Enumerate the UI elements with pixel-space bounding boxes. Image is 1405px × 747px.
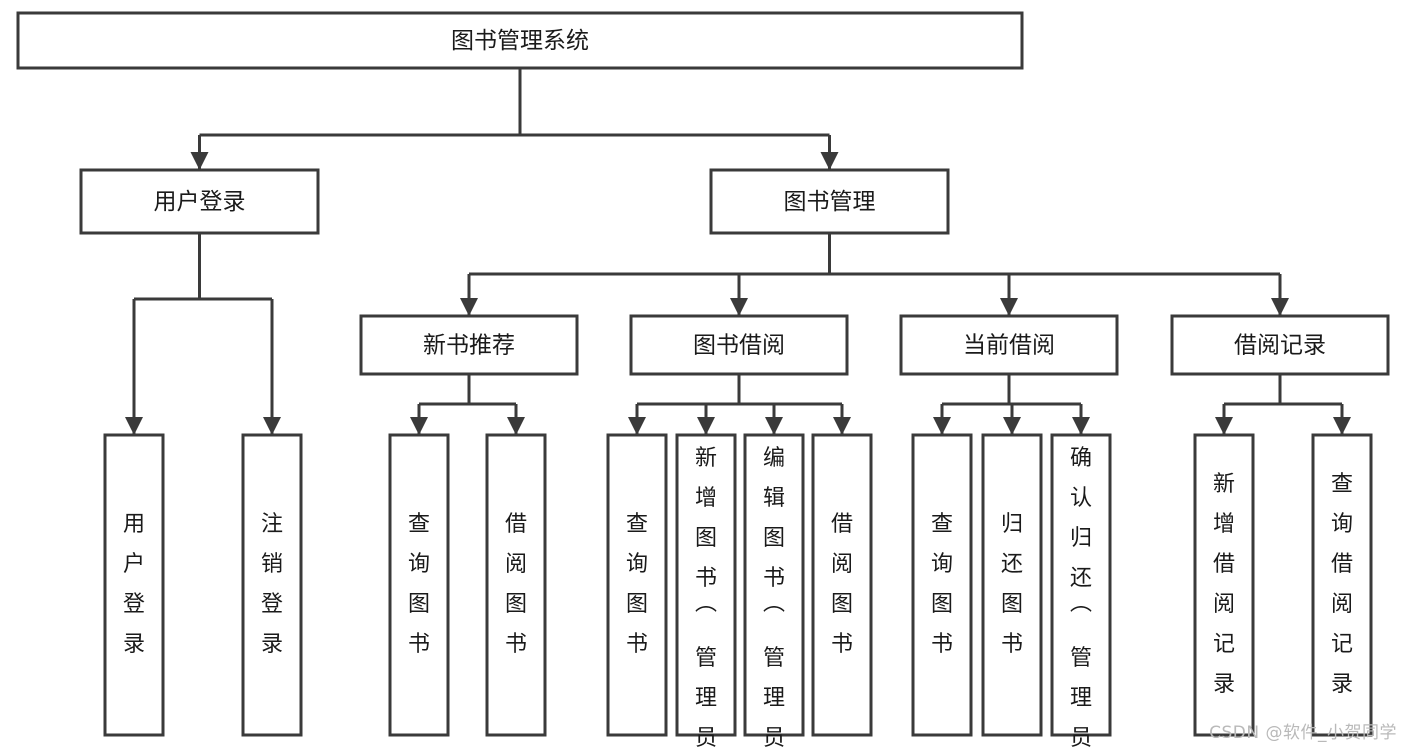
node-leaf-add-record-box[interactable]	[1193, 433, 1255, 737]
node-leaf-add-book-box[interactable]	[675, 433, 737, 737]
node-book-manage-label: 图书管理	[784, 189, 876, 215]
node-book-manage-box[interactable]	[709, 168, 950, 235]
node-leaf-edit-book[interactable]: 编辑图书⌒管理员⌣	[743, 433, 805, 747]
node-borrow-record[interactable]: 借阅记录	[1170, 314, 1390, 376]
node-leaf-query-book-1-label: 查询图书	[408, 512, 430, 657]
node-leaf-query-book-2-label: 查询图书	[626, 512, 648, 657]
node-root[interactable]: 图书管理系统	[16, 11, 1024, 70]
node-root-label: 图书管理系统	[451, 28, 589, 54]
node-leaf-add-record-label: 新增借阅记录	[1213, 472, 1235, 697]
node-leaf-user-login[interactable]: 用户登录	[103, 433, 165, 737]
node-leaf-borrow-book-2-box[interactable]	[811, 433, 873, 737]
node-leaf-add-book[interactable]: 新增图书⌒管理员⌣	[675, 433, 737, 747]
node-leaf-borrow-book-2[interactable]: 借阅图书	[811, 433, 873, 737]
node-book-borrow-label: 图书借阅	[693, 333, 785, 359]
node-leaf-logout-box[interactable]	[241, 433, 303, 737]
node-new-book-rec-label: 新书推荐	[423, 333, 515, 359]
node-leaf-borrow-book-1[interactable]: 借阅图书	[485, 433, 547, 737]
node-leaf-query-book-2-box[interactable]	[606, 433, 668, 737]
node-leaf-add-record[interactable]: 新增借阅记录	[1193, 433, 1255, 737]
node-borrow-record-label: 借阅记录	[1234, 333, 1326, 359]
node-leaf-logout-label: 注销登录	[261, 512, 283, 657]
edges-layer	[125, 68, 1351, 435]
node-leaf-borrow-book-1-box[interactable]	[485, 433, 547, 737]
node-current-borrow-label: 当前借阅	[963, 333, 1055, 359]
node-book-manage[interactable]: 图书管理	[709, 168, 950, 235]
node-leaf-add-book-label: 新增图书⌒管理员⌣	[695, 446, 717, 747]
node-current-borrow[interactable]: 当前借阅	[899, 314, 1119, 376]
nodes-layer: 图书管理系统用户登录图书管理新书推荐图书借阅当前借阅借阅记录用户登录注销登录查询…	[16, 11, 1390, 747]
node-leaf-return-book-box[interactable]	[981, 433, 1043, 737]
node-borrow-record-box[interactable]	[1170, 314, 1390, 376]
node-root-box[interactable]	[16, 11, 1024, 70]
node-leaf-borrow-book-2-label: 借阅图书	[831, 512, 853, 657]
node-leaf-query-record[interactable]: 查询借阅记录	[1311, 433, 1373, 737]
node-leaf-confirm-return-label: 确认归还⌒管理员⌣	[1070, 446, 1092, 747]
node-user-login[interactable]: 用户登录	[79, 168, 320, 235]
node-user-login-label: 用户登录	[154, 189, 246, 215]
node-leaf-user-login-box[interactable]	[103, 433, 165, 737]
node-leaf-return-book[interactable]: 归还图书	[981, 433, 1043, 737]
node-leaf-edit-book-label: 编辑图书⌒管理员⌣	[763, 446, 785, 747]
node-leaf-query-book-3-box[interactable]	[911, 433, 973, 737]
node-leaf-logout[interactable]: 注销登录	[241, 433, 303, 737]
node-leaf-query-book-2[interactable]: 查询图书	[606, 433, 668, 737]
node-leaf-query-book-1-box[interactable]	[388, 433, 450, 737]
node-new-book-rec-box[interactable]	[359, 314, 579, 376]
node-new-book-rec[interactable]: 新书推荐	[359, 314, 579, 376]
node-leaf-return-book-label: 归还图书	[1001, 512, 1023, 657]
node-user-login-box[interactable]	[79, 168, 320, 235]
node-leaf-confirm-return-box[interactable]	[1050, 433, 1112, 737]
node-leaf-query-record-label: 查询借阅记录	[1331, 472, 1353, 697]
node-leaf-edit-book-box[interactable]	[743, 433, 805, 737]
node-leaf-query-book-3[interactable]: 查询图书	[911, 433, 973, 737]
node-book-borrow-box[interactable]	[629, 314, 849, 376]
node-leaf-query-book-3-label: 查询图书	[931, 512, 953, 657]
node-leaf-confirm-return[interactable]: 确认归还⌒管理员⌣	[1050, 433, 1112, 747]
node-leaf-query-book-1[interactable]: 查询图书	[388, 433, 450, 737]
node-current-borrow-box[interactable]	[899, 314, 1119, 376]
node-book-borrow[interactable]: 图书借阅	[629, 314, 849, 376]
node-leaf-borrow-book-1-label: 借阅图书	[505, 512, 527, 657]
node-leaf-query-record-box[interactable]	[1311, 433, 1373, 737]
node-leaf-user-login-label: 用户登录	[123, 512, 145, 657]
